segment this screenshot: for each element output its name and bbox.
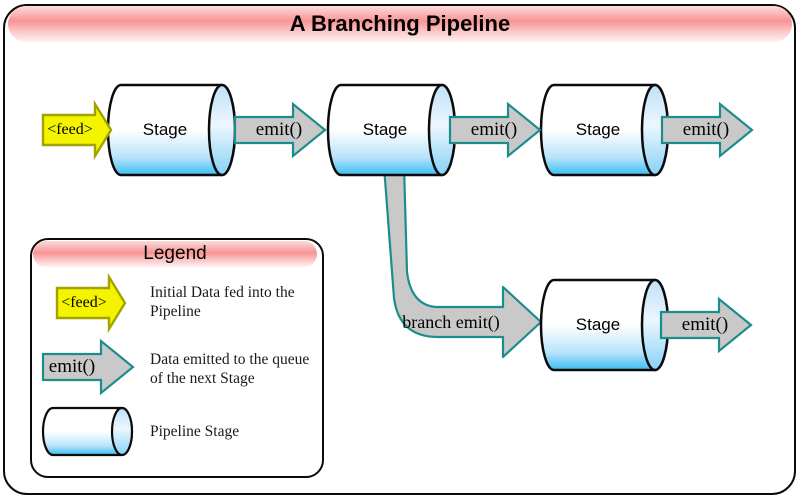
legend-header: Legend (33, 241, 317, 267)
stage-label-4: Stage (575, 315, 621, 334)
emit-arrow-label-2: emit() (470, 119, 518, 140)
stage-label-2: Stage (362, 120, 408, 139)
legend-title: Legend (143, 243, 207, 264)
stage-label-3: Stage (575, 120, 621, 139)
title-bar: A Branching Pipeline (8, 6, 792, 42)
legend-emit-symbol-label: emit() (48, 356, 96, 377)
emit-arrow-label-1: emit() (255, 119, 303, 140)
emit-arrow-label-3: emit() (682, 119, 730, 140)
legend-caption-emit: Data emitted to the queue of the next St… (150, 351, 310, 388)
legend-caption-feed: Initial Data fed into the Pipeline (150, 284, 295, 321)
feed-arrow-label: <feed> (47, 121, 93, 138)
emit-arrow-label-4: emit() (681, 314, 729, 335)
legend-feed-symbol-label: <feed> (61, 294, 107, 311)
stage-label-1: Stage (142, 120, 188, 139)
diagram-title: A Branching Pipeline (289, 11, 511, 36)
legend-stage-cylinder-icon (41, 406, 134, 457)
legend-caption-stage: Pipeline Stage (150, 423, 240, 440)
branch-emit-arrow-label: branch emit() (402, 311, 500, 332)
